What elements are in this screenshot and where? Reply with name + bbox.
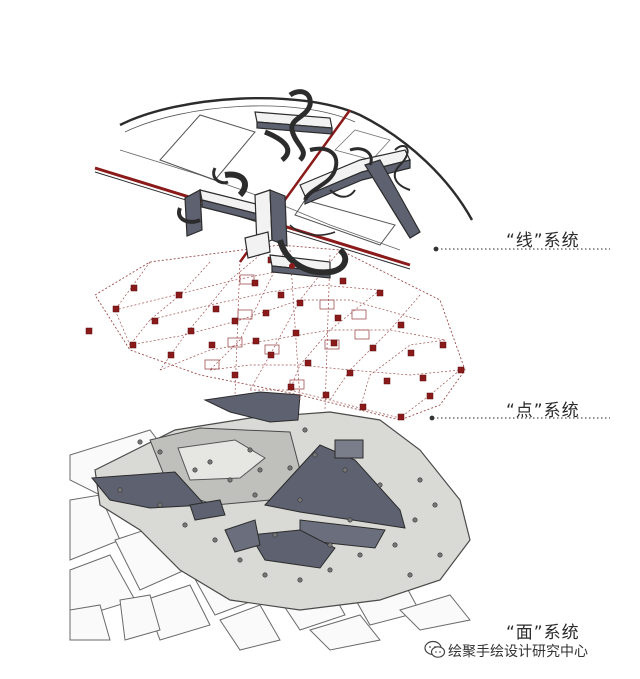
node-squares: [205, 275, 369, 389]
leader-lines: [433, 249, 610, 418]
site-rect: [160, 115, 255, 180]
dark-slab: [205, 392, 300, 422]
point-grid-lines: [115, 250, 460, 418]
beams: [185, 112, 420, 278]
line-system-label: “线”系统: [506, 226, 580, 251]
wechat-icon: [424, 640, 446, 660]
line-layer: [95, 92, 472, 278]
point-system-label: “点”系统: [506, 396, 580, 421]
surface-system-label: “面”系统: [506, 618, 580, 643]
building-block: [335, 440, 363, 458]
watermark-text: 绘聚手绘设计研究中心: [448, 641, 588, 661]
surface-layer: [70, 392, 470, 650]
red-marker: [289, 263, 295, 269]
